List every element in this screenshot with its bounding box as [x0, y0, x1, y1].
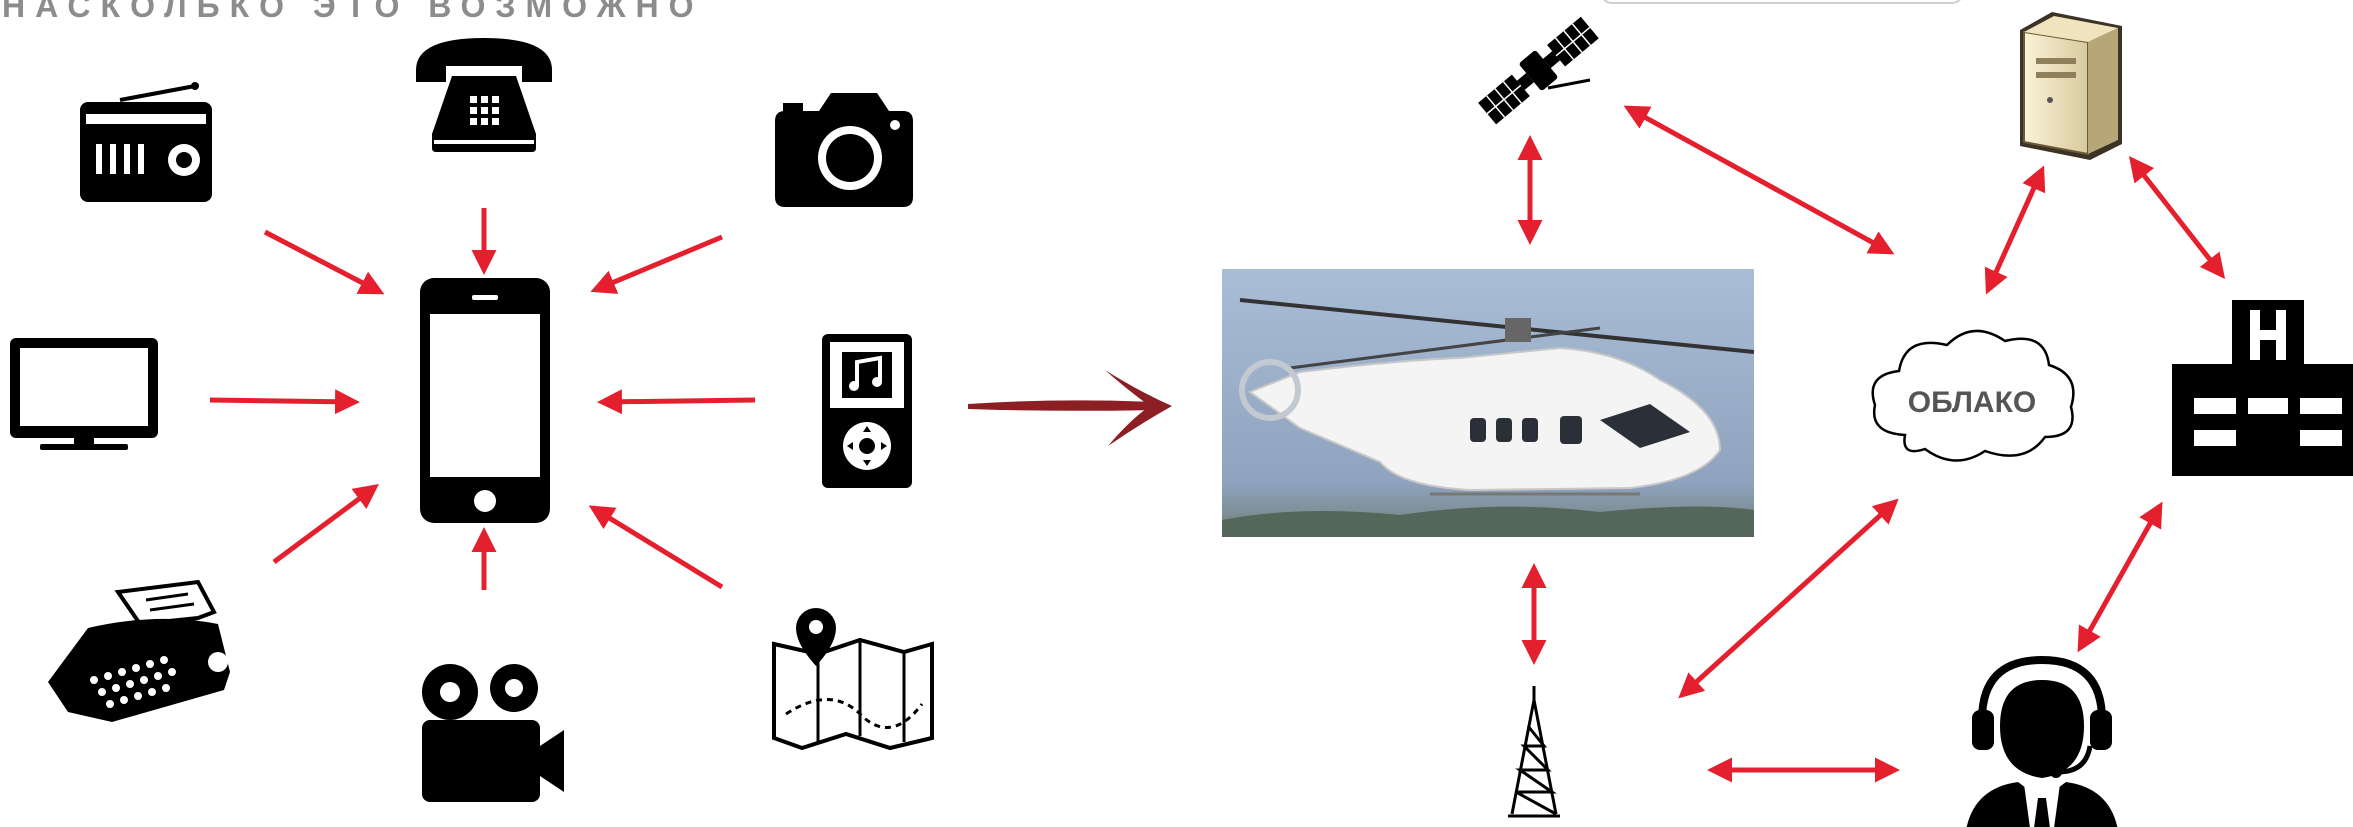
hospital-icon [2172, 300, 2353, 476]
arrow-server-hospital [2132, 160, 2222, 275]
tv-icon [10, 338, 158, 450]
camera-icon [775, 93, 913, 207]
music-player-icon [822, 334, 912, 488]
arrow-music-phone [602, 400, 755, 402]
video-camera-icon [422, 664, 564, 802]
telephone-icon [416, 38, 552, 152]
satellite-icon [1476, 14, 1602, 128]
arrow-hospital-operator [2080, 506, 2160, 648]
smartphone-icon [420, 278, 550, 523]
arrow-typewriter-phone [274, 487, 375, 562]
radio-icon [80, 82, 212, 202]
transition-arrow [968, 370, 1172, 446]
arrow-server-cloud [1988, 170, 2042, 290]
arrow-tv-phone [210, 400, 355, 402]
cloud-label: ОБЛАКО [1908, 386, 2037, 419]
operator-icon [1966, 660, 2118, 827]
map-icon [774, 608, 932, 748]
arrow-map-phone [593, 508, 722, 587]
helicopter-photo [1222, 269, 1754, 537]
radio-tower-icon [1508, 686, 1560, 816]
arrow-radio-phone [265, 232, 380, 292]
typewriter-icon [48, 582, 230, 722]
arrow-camera-phone [595, 237, 722, 290]
server-icon [2020, 12, 2122, 160]
arrow-satellite-cloud [1628, 108, 1890, 252]
